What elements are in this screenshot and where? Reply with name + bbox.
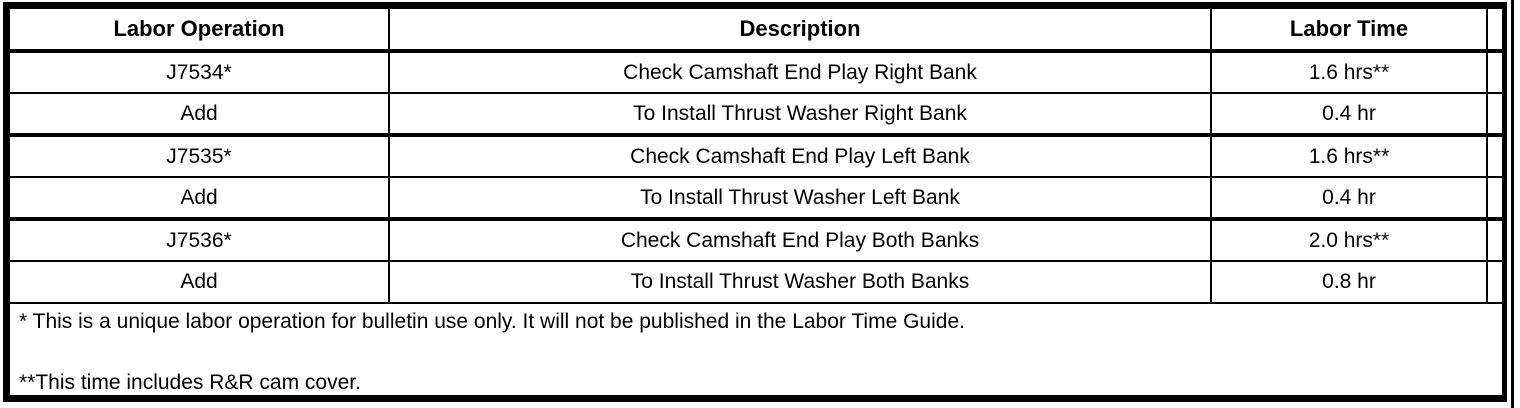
spacer-cell [1486, 218, 1504, 262]
table-row: Add To Install Thrust Washer Both Banks … [8, 260, 1504, 304]
table-row: J7534* Check Camshaft End Play Right Ban… [8, 50, 1504, 94]
table-row: J7535* Check Camshaft End Play Left Bank… [8, 134, 1504, 178]
labor-operation-cell: Add [8, 176, 390, 221]
footnotes-row: * This is a unique labor operation for b… [8, 302, 1504, 397]
footnotes-cell: * This is a unique labor operation for b… [8, 302, 1504, 397]
labor-time-table: Labor Operation Description Labor Time J… [8, 7, 1504, 397]
labor-operation-cell: J7535* [8, 134, 390, 178]
spacer-column-header [1486, 7, 1504, 53]
labor-table-frame: Labor Operation Description Labor Time J… [3, 2, 1507, 402]
column-header-labor-operation: Labor Operation [8, 7, 390, 53]
footnote-double-asterisk: **This time includes R&R cam cover. [19, 371, 361, 394]
labor-operation-cell: J7536* [8, 218, 390, 262]
table-row: Add To Install Thrust Washer Right Bank … [8, 92, 1504, 137]
spacer-cell [1486, 260, 1504, 304]
description-cell: To Install Thrust Washer Right Bank [388, 92, 1212, 137]
labor-time-cell: 1.6 hrs** [1210, 50, 1488, 94]
labor-time-cell: 0.4 hr [1210, 176, 1488, 221]
page-edge-line [1511, 0, 1514, 408]
table-row: J7536* Check Camshaft End Play Both Bank… [8, 218, 1504, 262]
description-cell: To Install Thrust Washer Left Bank [388, 176, 1212, 221]
labor-time-cell: 1.6 hrs** [1210, 134, 1488, 178]
column-header-description: Description [388, 7, 1212, 53]
spacer-cell [1486, 134, 1504, 178]
labor-operation-cell: Add [8, 260, 390, 304]
spacer-cell [1486, 92, 1504, 137]
labor-time-cell: 0.8 hr [1210, 260, 1488, 304]
labor-operation-cell: J7534* [8, 50, 390, 94]
description-cell: Check Camshaft End Play Left Bank [388, 134, 1212, 178]
footnote-single-asterisk: * This is a unique labor operation for b… [19, 310, 965, 333]
table-header-row: Labor Operation Description Labor Time [8, 7, 1504, 53]
table-row: Add To Install Thrust Washer Left Bank 0… [8, 176, 1504, 221]
column-header-labor-time: Labor Time [1210, 7, 1488, 53]
description-cell: To Install Thrust Washer Both Banks [388, 260, 1212, 304]
description-cell: Check Camshaft End Play Both Banks [388, 218, 1212, 262]
labor-time-cell: 0.4 hr [1210, 92, 1488, 137]
labor-operation-cell: Add [8, 92, 390, 137]
labor-time-cell: 2.0 hrs** [1210, 218, 1488, 262]
spacer-cell [1486, 176, 1504, 221]
spacer-cell [1486, 50, 1504, 94]
description-cell: Check Camshaft End Play Right Bank [388, 50, 1212, 94]
